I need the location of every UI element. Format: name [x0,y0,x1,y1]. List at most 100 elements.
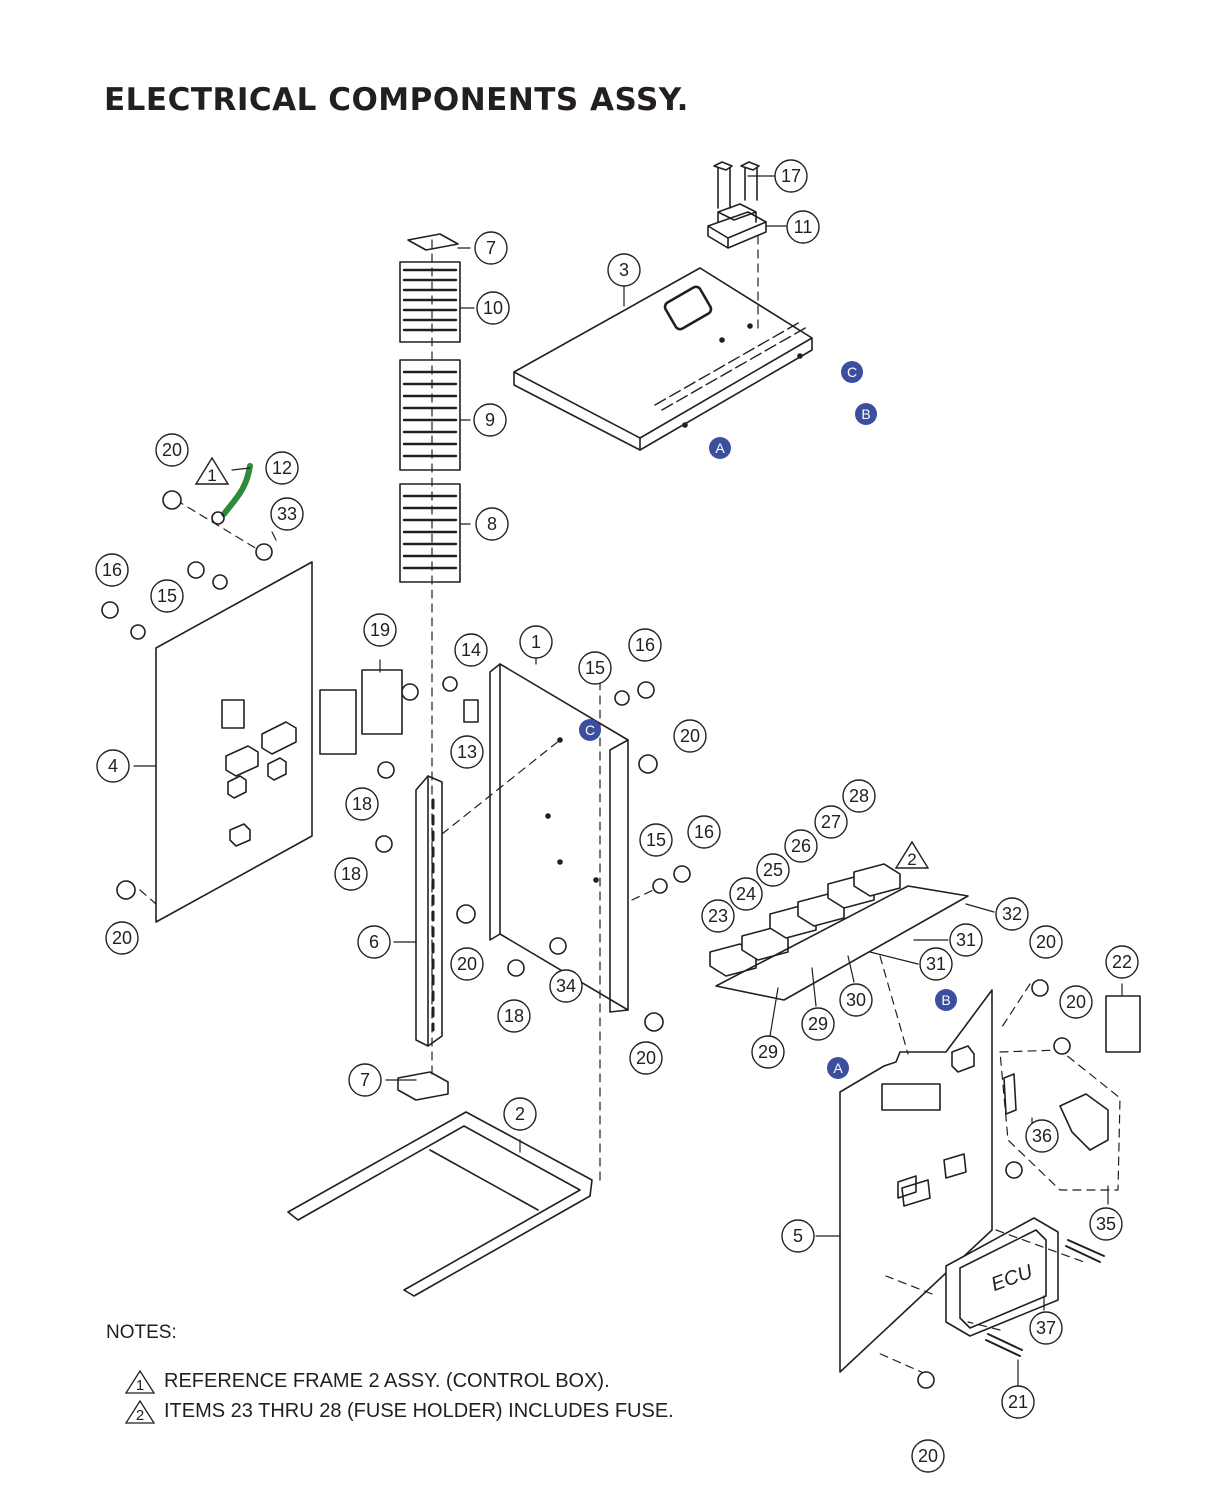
callout-18: 18 [334,857,368,891]
ref-marker-a: A [709,437,731,459]
callout-27: 27 [814,805,848,839]
svg-text:B: B [941,992,950,1008]
callout-33: 33 [270,497,304,531]
callout-11: 11 [786,210,820,244]
callout-22: 22 [1105,945,1139,979]
svg-text:18: 18 [341,864,361,884]
callout-20: 20 [1029,925,1063,959]
callout-26: 26 [784,829,818,863]
callout-32: 32 [995,897,1029,931]
callout-16: 16 [628,628,662,662]
svg-text:A: A [833,1060,843,1076]
svg-text:1: 1 [136,1377,144,1394]
svg-text:18: 18 [504,1006,524,1026]
svg-text:20: 20 [162,440,182,460]
callout-20: 20 [911,1439,945,1473]
callout-30: 30 [839,983,873,1017]
callout-34: 34 [549,969,583,1003]
svg-text:C: C [585,722,595,738]
svg-text:33: 33 [277,504,297,524]
svg-text:20: 20 [1036,932,1056,952]
svg-text:C: C [847,364,857,380]
svg-text:20: 20 [918,1446,938,1466]
svg-text:A: A [715,440,725,456]
callout-35: 35 [1089,1207,1123,1241]
callout-17: 17 [774,159,808,193]
svg-text:29: 29 [758,1042,778,1062]
callout-20: 20 [673,719,707,753]
svg-text:8: 8 [487,514,497,534]
svg-text:31: 31 [926,954,946,974]
callout-12: 12 [265,451,299,485]
svg-text:28: 28 [849,786,869,806]
svg-text:15: 15 [157,586,177,606]
svg-text:1: 1 [531,632,541,652]
svg-text:12: 12 [272,458,292,478]
callout-18: 18 [345,787,379,821]
callout-5: 5 [781,1219,815,1253]
ecu-panel-part [839,989,1059,1373]
svg-text:16: 16 [694,822,714,842]
svg-text:20: 20 [1066,992,1086,1012]
callout-7: 7 [348,1063,382,1097]
svg-text:20: 20 [112,928,132,948]
ref-marker-c: C [579,719,601,741]
main-bracket-part [489,663,629,1013]
callout-16: 16 [95,553,129,587]
svg-text:34: 34 [556,976,576,996]
svg-text:6: 6 [369,932,379,952]
callout-20: 20 [155,433,189,467]
svg-text:5: 5 [793,1226,803,1246]
top-cover-part [513,267,813,451]
callout-25: 25 [756,853,790,887]
svg-text:22: 22 [1112,952,1132,972]
svg-text:16: 16 [102,560,122,580]
ref-marker-a: A [827,1057,849,1079]
terminal-block-stack [399,233,461,583]
note-flag-1: 1 [194,456,230,485]
callout-23: 23 [701,899,735,933]
callout-7: 7 [474,231,508,265]
base-frame-part [287,1111,593,1297]
callout-9: 9 [473,403,507,437]
page-title: ELECTRICAL COMPONENTS ASSY. [104,82,689,118]
note-text: ITEMS 23 THRU 28 (FUSE HOLDER) INCLUDES … [164,1400,674,1422]
ref-marker-c: C [841,361,863,383]
callout-31: 31 [919,947,953,981]
svg-text:25: 25 [763,860,783,880]
callout-10: 10 [476,291,510,325]
svg-text:15: 15 [646,830,666,850]
fuse-holder-row [709,863,969,1001]
notes-section: NOTES: 1 REFERENCE FRAME 2 ASSY. (CONTRO… [106,1322,806,1426]
callout-20: 20 [629,1041,663,1075]
callout-20: 20 [450,947,484,981]
callout-37: 37 [1029,1311,1063,1345]
svg-text:7: 7 [360,1070,370,1090]
svg-text:18: 18 [352,794,372,814]
svg-text:16: 16 [635,635,655,655]
svg-text:20: 20 [457,954,477,974]
svg-text:17: 17 [781,166,801,186]
svg-text:19: 19 [370,620,390,640]
callout-16: 16 [687,815,721,849]
svg-text:4: 4 [108,756,118,776]
note-flag-2-icon: 2 [124,1399,156,1424]
svg-text:20: 20 [636,1048,656,1068]
callout-28: 28 [842,779,876,813]
ref-marker-b: B [935,989,957,1011]
svg-text:32: 32 [1002,904,1022,924]
callout-13: 13 [450,735,484,769]
callout-4: 4 [96,749,130,783]
svg-text:10: 10 [483,298,503,318]
callout-36: 36 [1025,1119,1059,1153]
svg-text:2: 2 [907,850,916,869]
callout-29: 29 [801,1007,835,1041]
svg-text:14: 14 [461,640,481,660]
reference-markers: A B C C B A [579,361,957,1079]
svg-text:35: 35 [1096,1214,1116,1234]
callout-8: 8 [475,507,509,541]
callout-18: 18 [497,999,531,1033]
svg-text:7: 7 [486,238,496,258]
note-text: REFERENCE FRAME 2 ASSY. (CONTROL BOX). [164,1370,610,1392]
